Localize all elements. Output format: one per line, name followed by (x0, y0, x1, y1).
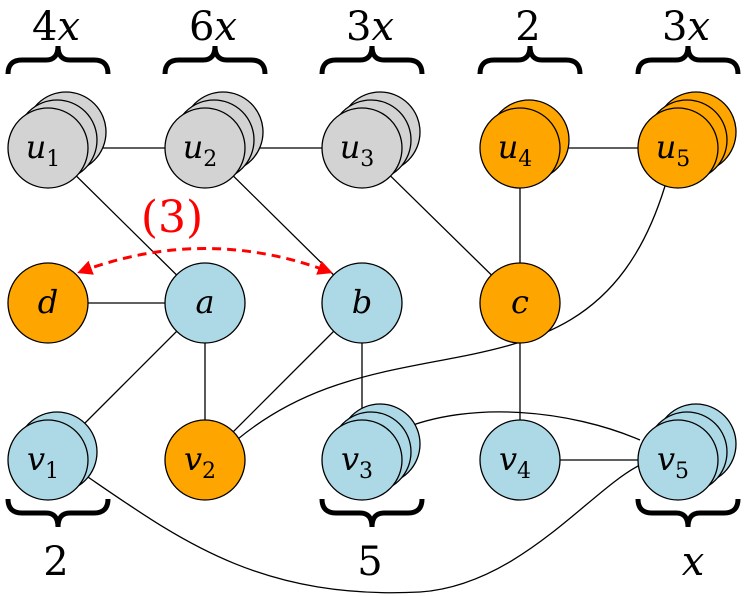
node-u5-label: u5 (656, 128, 691, 172)
node-u4: u4 (479, 99, 570, 189)
brace-v1 (5, 498, 111, 528)
count-u4: 2 (515, 4, 540, 50)
count-v5: x (682, 539, 705, 585)
node-u1-circle (7, 107, 89, 189)
node-c: c (479, 262, 561, 344)
node-v3-circle (321, 419, 403, 501)
count-u3: 3x (346, 4, 394, 50)
node-u2-circle (164, 107, 246, 189)
node-v3: v3 (321, 403, 421, 501)
multiplicity-braces: 4x 6x 3x 2 3x 2 5 x (5, 4, 741, 585)
node-u2: u2 (164, 91, 264, 189)
node-c-label: c (511, 283, 529, 321)
node-u3-circle (321, 107, 403, 189)
count-v1: 2 (43, 539, 68, 585)
node-b-circle (321, 262, 403, 344)
node-u3: u3 (321, 91, 421, 189)
node-b: b (321, 262, 403, 344)
brace-u4 (477, 45, 583, 75)
node-a: a (164, 262, 246, 344)
count-v3: 5 (357, 539, 382, 585)
node-d-label: d (38, 283, 58, 321)
node-u5-circle (637, 107, 719, 189)
brace-u5 (635, 45, 741, 75)
node-v1: v1 (7, 411, 98, 501)
node-v5: v5 (637, 403, 737, 501)
node-c-circle (479, 262, 561, 344)
edge-u5-v2 (219, 185, 666, 456)
node-v5-circle (637, 419, 719, 501)
count-u1: 4x (32, 4, 80, 50)
swap-arrow (77, 247, 333, 275)
node-u4-circle (479, 107, 561, 189)
node-b-label: b (352, 283, 372, 321)
node-v4-circle (479, 419, 561, 501)
nodes: u1 u2 u3 u4 u5 d a b c v1 v2 v3 v4 v5 (7, 91, 737, 501)
brace-u1 (5, 45, 111, 75)
edge-v3-v5 (399, 411, 641, 441)
node-v4: v4 (479, 419, 561, 501)
edge-v1-v5 (84, 464, 641, 594)
node-a-label: a (195, 283, 214, 321)
node-u1: u1 (7, 91, 107, 189)
node-v1-circle (7, 419, 89, 501)
brace-u2 (162, 45, 268, 75)
node-a-circle (164, 262, 246, 344)
node-u5: u5 (637, 91, 737, 189)
brace-v5 (635, 498, 741, 528)
count-u5: 3x (662, 4, 710, 50)
swap-label: (3) (141, 192, 203, 243)
node-v2: v2 (164, 419, 246, 501)
node-d: d (7, 262, 89, 344)
node-v2-circle (164, 419, 246, 501)
node-d-circle (7, 262, 89, 344)
count-u2: 6x (189, 4, 237, 50)
brace-u3 (319, 45, 425, 75)
brace-v3 (319, 498, 425, 528)
